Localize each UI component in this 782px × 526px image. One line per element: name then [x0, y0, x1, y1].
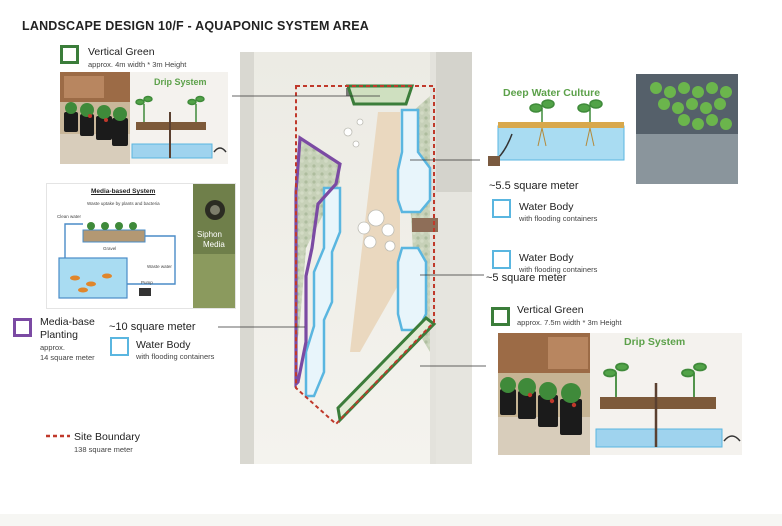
- gravel-label: Gravel: [103, 246, 117, 251]
- site-boundary-swatch: [46, 434, 70, 438]
- vertical-green-bottom-area: [336, 316, 437, 424]
- deep-water-culture-image: Deep Water Culture: [488, 74, 738, 184]
- vertical-green-bottom-label: Vertical Green: [517, 304, 584, 316]
- area-label-5-5: ~5.5 square meter: [489, 180, 579, 192]
- vertical-green-bottom-sub: approx. 7.5m width * 3m Height: [517, 318, 622, 327]
- media-based-system-diagram: Media-based System Waste uptake by plant…: [46, 183, 236, 309]
- page-title: LANDSCAPE DESIGN 10/F - AQUAPONIC SYSTEM…: [22, 19, 370, 33]
- vertical-green-top-sub: approx. 4m width * 3m Height: [88, 60, 187, 69]
- water-body-3-label: Water Body: [136, 339, 191, 351]
- media-base-sub-2: 14 square meter: [40, 353, 95, 362]
- drip-system-bottom-label: Drip System: [624, 336, 686, 348]
- site-boundary-line: [295, 85, 435, 426]
- water-body-3-sub: with flooding containers: [136, 352, 215, 361]
- media-system-note: Waste uptake by plants and bacteria: [87, 201, 160, 206]
- deck-furniture: [343, 118, 396, 252]
- media-system-title: Media-based System: [91, 188, 156, 195]
- water-body-2-sub: with flooding containers: [519, 265, 598, 274]
- site-plan: [240, 52, 472, 464]
- water-body-left: [304, 186, 342, 398]
- block-brown: [412, 218, 438, 232]
- bottom-band: [0, 514, 782, 526]
- drip-system-top-label: Drip System: [154, 77, 207, 87]
- timber-deck: [350, 112, 400, 352]
- water-body-1-label: Water Body: [519, 201, 574, 213]
- media-base-swatch: [13, 318, 32, 337]
- drip-system-photo-top: Drip System: [60, 72, 228, 164]
- drip-system-photo-bottom: Drip System: [498, 333, 742, 455]
- site-boundary-label: Site Boundary: [74, 431, 140, 443]
- water-body-2-label: Water Body: [519, 252, 574, 264]
- water-body-swatch-3: [110, 337, 129, 356]
- vertical-green-swatch-bottom: [491, 307, 510, 326]
- water-body-swatch-2: [492, 250, 511, 269]
- deep-water-culture-label: Deep Water Culture: [503, 87, 601, 99]
- pump-label: Pump: [141, 280, 153, 285]
- water-body-right-top: [396, 108, 432, 214]
- vertical-green-swatch: [60, 45, 79, 64]
- water-body-swatch-1: [492, 199, 511, 218]
- media-base-label-1: Media-base: [40, 316, 95, 328]
- siphon-label: Siphon: [197, 230, 222, 239]
- area-label-10: ~10 square meter: [109, 321, 196, 333]
- water-body-1-sub: with flooding containers: [519, 214, 598, 223]
- area-label-5: ~5 square meter: [486, 272, 567, 284]
- site-boundary-sub: 138 square meter: [74, 445, 133, 454]
- vertical-green-top-label: Vertical Green: [88, 46, 155, 58]
- media-label: Media: [203, 240, 225, 249]
- media-base-label-2: Planting: [40, 329, 78, 341]
- clean-water-label: Clean water: [57, 214, 82, 219]
- waste-water-label: Waste water: [147, 264, 172, 269]
- media-base-sub-1: approx.: [40, 343, 66, 352]
